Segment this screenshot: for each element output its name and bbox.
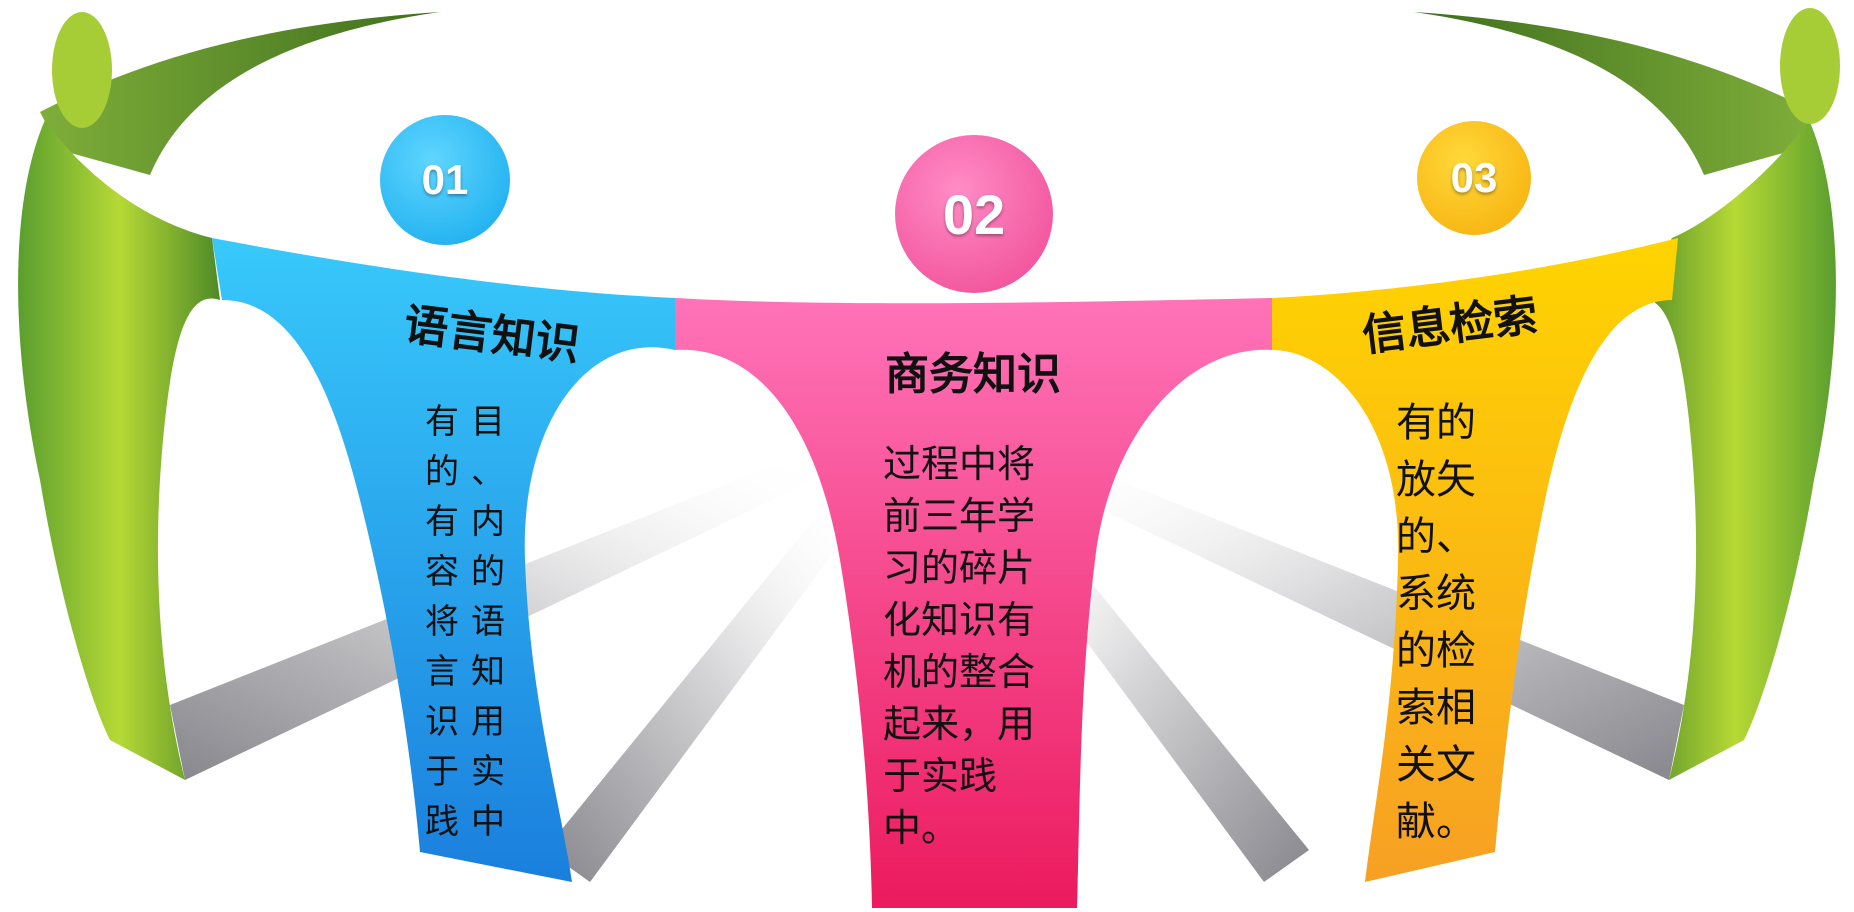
right-rim-arc: [1414, 12, 1814, 175]
number-label-2: 02: [942, 182, 1006, 246]
item-title-2: 商务知识: [885, 349, 1061, 400]
number-label-1: 01: [421, 156, 469, 203]
number-circle-3: [1417, 121, 1531, 235]
pillar-3: [1272, 238, 1678, 882]
left-rim-arc: [40, 12, 440, 175]
number-label-3: 03: [1450, 154, 1498, 201]
pillar-1: [212, 238, 675, 882]
left-figure-body: [18, 120, 221, 780]
number-circle-2: [895, 135, 1053, 293]
pillar-2: [675, 298, 1272, 908]
right-figure-body: [1634, 120, 1836, 780]
shadow-beam-2: [545, 500, 850, 882]
item-body-1: 有目的、有内容的将语言知识用于实践中: [425, 402, 517, 842]
right-figure-head: [1780, 8, 1840, 124]
left-figure-head: [52, 12, 112, 128]
item-body-2: 过程中将前三年学习的碎片化知识有机的整合起来，用于实践中。: [883, 442, 1036, 850]
shadow-beam-3: [1044, 455, 1684, 780]
number-circle-1: [380, 115, 510, 245]
item-body-3: 有的放矢的、系统的检索相关文献。: [1396, 400, 1476, 845]
